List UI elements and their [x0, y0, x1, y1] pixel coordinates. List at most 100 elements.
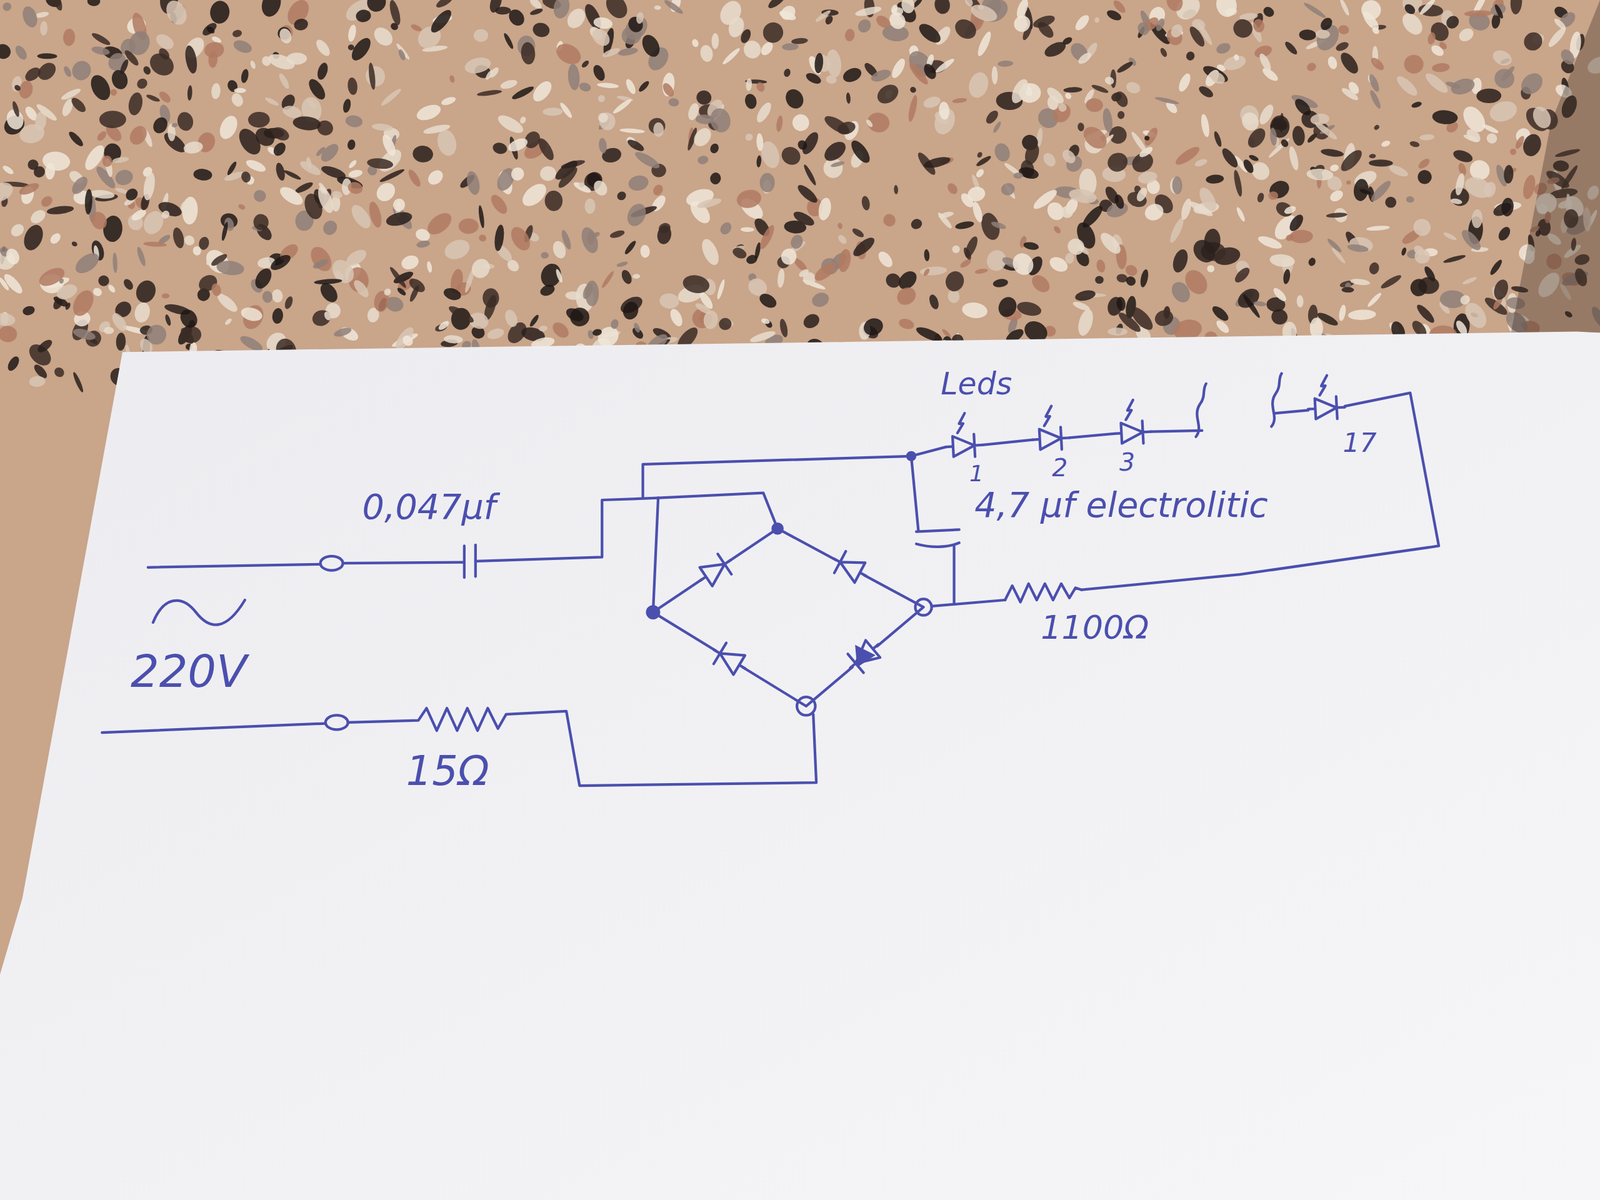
granite-speckle	[1426, 31, 1437, 46]
granite-speckle	[616, 260, 629, 268]
granite-speckle	[17, 180, 41, 197]
granite-speckle	[581, 282, 595, 301]
electrolytic-capacitor-symbol	[916, 529, 960, 604]
granite-speckle	[68, 57, 95, 84]
granite-speckle	[578, 181, 586, 189]
granite-speckle	[11, 100, 21, 118]
granite-speckle	[448, 75, 456, 84]
granite-speckle	[50, 0, 64, 12]
granite-speckle	[1418, 0, 1437, 17]
granite-speckle	[1458, 293, 1472, 307]
granite-speckle	[1060, 147, 1079, 167]
granite-speckle	[822, 157, 844, 179]
granite-speckle	[1042, 38, 1069, 60]
granite-speckle	[598, 137, 608, 154]
granite-speckle	[591, 63, 608, 83]
granite-speckle	[89, 188, 115, 200]
granite-speckle	[90, 45, 110, 57]
granite-speckle	[363, 0, 390, 16]
granite-speckle	[45, 162, 56, 180]
resistor-value: 1100Ω	[1040, 610, 1149, 646]
granite-speckle	[249, 60, 257, 70]
granite-speckle	[399, 253, 421, 272]
granite-speckle	[355, 8, 372, 23]
granite-speckle	[112, 252, 119, 274]
granite-speckle	[695, 89, 713, 107]
granite-speckle	[1269, 127, 1278, 147]
granite-speckle	[861, 315, 886, 339]
granite-speckle	[1493, 3, 1505, 20]
granite-speckle	[657, 221, 672, 235]
granite-speckle	[1101, 107, 1114, 133]
granite-speckle	[248, 111, 270, 128]
granite-speckle	[1296, 295, 1304, 308]
granite-speckle	[810, 290, 831, 310]
granite-speckle	[382, 286, 392, 297]
granite-speckle	[86, 0, 100, 7]
granite-speckle	[37, 53, 58, 59]
granite-speckle	[1103, 75, 1115, 86]
capacitor-value: 0,047μf	[362, 487, 497, 526]
granite-speckle	[346, 180, 365, 196]
wire	[911, 446, 947, 457]
granite-speckle	[620, 268, 634, 286]
granite-speckle	[510, 84, 535, 102]
granite-speckle	[1073, 12, 1092, 33]
granite-speckle	[1115, 60, 1134, 75]
granite-speckle	[220, 221, 230, 242]
granite-speckle	[210, 282, 222, 297]
granite-speckle	[968, 1, 1000, 25]
granite-speckle	[698, 236, 723, 268]
granite-speckle	[126, 122, 150, 148]
granite-speckle	[348, 44, 355, 50]
callout-number-holder: 3	[1119, 448, 1135, 476]
callout-number: 17	[1343, 428, 1377, 459]
granite-speckle	[115, 332, 127, 351]
granite-speckle	[921, 94, 942, 110]
granite-speckle	[945, 181, 960, 196]
granite-speckle	[851, 226, 866, 239]
granite-speckle	[1306, 168, 1334, 182]
granite-speckle	[40, 21, 49, 37]
granite-speckle	[711, 33, 719, 50]
granite-speckle	[961, 301, 989, 320]
granite-speckle	[975, 30, 994, 58]
granite-speckle	[584, 198, 596, 214]
granite-speckle	[183, 44, 199, 75]
capacitor-symbol	[464, 545, 476, 578]
granite-speckle	[745, 253, 759, 265]
granite-speckle	[1516, 69, 1547, 99]
granite-speckle	[696, 155, 709, 165]
granite-speckle	[52, 365, 67, 380]
granite-speckle	[1107, 327, 1128, 336]
granite-speckle	[311, 257, 330, 271]
granite-speckle	[425, 167, 446, 188]
granite-speckle	[760, 317, 771, 325]
granite-speckle	[836, 248, 853, 274]
granite-speckle	[1352, 178, 1370, 202]
resistor-value: 15Ω	[406, 748, 490, 794]
granite-speckle	[347, 168, 364, 179]
granite-speckle	[277, 26, 294, 45]
granite-speckle	[1214, 318, 1232, 335]
granite-speckle	[698, 43, 715, 64]
granite-speckle	[1000, 181, 1016, 197]
granite-speckle	[465, 170, 482, 196]
granite-speckle	[1232, 169, 1244, 197]
granite-speckle	[48, 231, 63, 246]
granite-speckle	[1360, 8, 1382, 33]
granite-speckle	[123, 186, 140, 204]
granite-speckle	[1188, 235, 1220, 267]
granite-speckle	[974, 268, 989, 275]
granite-speckle	[1279, 138, 1290, 149]
granite-speckle	[39, 193, 55, 209]
granite-speckle	[1135, 20, 1151, 37]
granite-speckle	[651, 183, 665, 198]
granite-speckle	[836, 233, 849, 245]
granite-speckle	[1186, 24, 1207, 49]
granite-speckle	[161, 293, 170, 299]
granite-speckle	[755, 133, 764, 152]
granite-speckle	[66, 129, 85, 149]
wire	[931, 600, 1006, 607]
granite-speckle	[503, 308, 520, 329]
